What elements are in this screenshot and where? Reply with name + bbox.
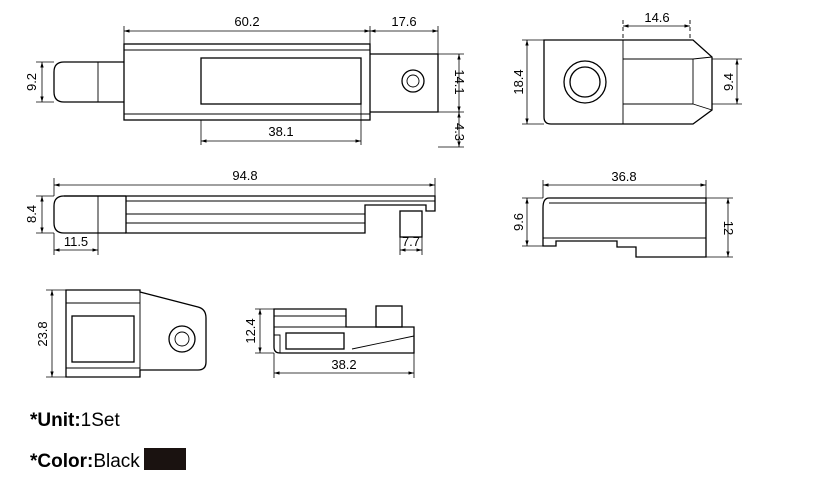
bottom-side-view: 12.4 38.2 — [243, 305, 415, 378]
dim-side-height: 8.4 — [24, 205, 39, 223]
dim-right-top-width: 14.6 — [644, 10, 669, 25]
dim-iso2-length: 38.2 — [331, 357, 356, 372]
dim-top-length: 60.2 — [234, 14, 259, 29]
end-view-side: 36.8 9.6 12 — [511, 169, 736, 258]
color-label: *Color: — [30, 451, 94, 472]
top-view: 60.2 17.6 38.1 9.2 14.1 4.3 — [24, 14, 467, 148]
dim-side-post: 7.7 — [402, 234, 420, 249]
color-value: Black — [93, 451, 140, 472]
unit-value: 1Set — [80, 410, 120, 431]
dim-top-hole-height: 14.1 — [452, 69, 467, 94]
side-view: 94.8 11.5 7.7 8.4 — [24, 168, 436, 255]
dim-right-side-height: 12 — [721, 221, 736, 235]
dim-top-tab-height: 9.2 — [24, 73, 39, 91]
dim-iso-height: 23.8 — [35, 321, 50, 346]
dim-iso2-height: 12.4 — [243, 318, 258, 343]
color-line: *Color:Black — [30, 448, 186, 473]
dim-right-top-height: 18.4 — [511, 69, 526, 94]
end-view-top: 14.6 18.4 9.4 — [511, 10, 742, 125]
bottom-view: 23.8 — [35, 289, 207, 378]
dim-right-top-inner: 9.4 — [721, 73, 736, 91]
color-swatch — [143, 448, 186, 470]
dim-side-length: 94.8 — [232, 168, 257, 183]
unit-label: *Unit: — [30, 410, 81, 431]
dim-right-side-inner: 9.6 — [511, 213, 526, 231]
unit-line: *Unit:1Set — [30, 410, 120, 432]
dim-right-side-width: 36.8 — [611, 169, 636, 184]
dim-top-end: 17.6 — [391, 14, 416, 29]
dim-top-window: 38.1 — [268, 124, 293, 139]
dim-top-offset: 4.3 — [452, 123, 467, 141]
dim-side-tab: 11.5 — [64, 234, 88, 249]
